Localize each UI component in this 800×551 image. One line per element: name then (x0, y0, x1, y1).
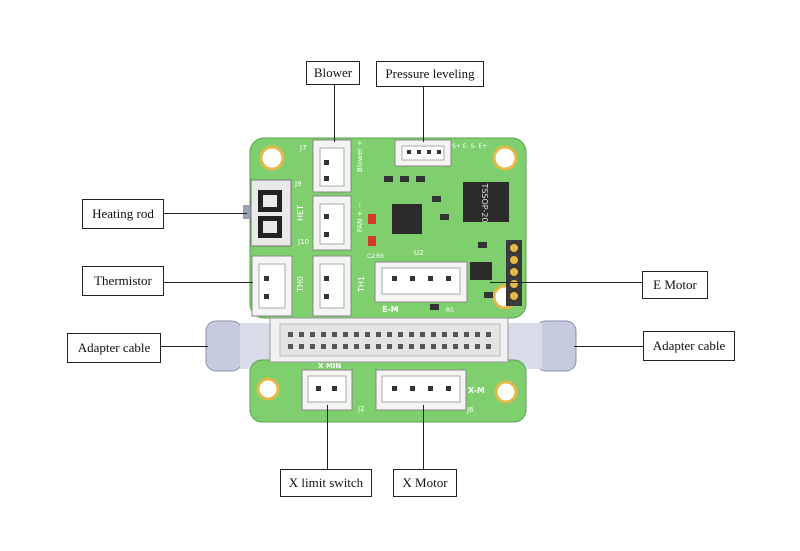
ribbon-pin (321, 344, 326, 349)
th1-connector (312, 255, 352, 317)
ribbon-pin (420, 332, 425, 337)
heating-rod-label: Heating rod (82, 199, 164, 229)
silk-r5: R5 (446, 307, 454, 314)
ribbon-pin (387, 344, 392, 349)
mount-hole (259, 145, 285, 171)
ribbon-pin (475, 332, 480, 337)
ribbon-pin (475, 344, 480, 349)
e-motor-driver-chip (470, 262, 492, 280)
blower-leader-h (334, 84, 335, 142)
silk-e-m: E-M (382, 305, 399, 314)
ribbon-pin (398, 344, 403, 349)
ribbon-pin (387, 332, 392, 337)
ribbon-pin (453, 344, 458, 349)
ribbon-pin (365, 332, 370, 337)
ribbon-pin (453, 332, 458, 337)
ribbon-pin (310, 344, 315, 349)
silk-j6: J6 (466, 406, 474, 414)
pressure-leveling-connector (394, 139, 452, 167)
ribbon-pin (354, 344, 359, 349)
ribbon-pin (332, 332, 337, 337)
adapter-right-leader (574, 346, 644, 347)
ribbon-pin (442, 332, 447, 337)
silk-th0: TH0 (296, 276, 305, 293)
ribbon-pin (343, 344, 348, 349)
ribbon-pin (343, 332, 348, 337)
ribbon-pin (409, 332, 414, 337)
silk-j2: J2 (357, 405, 365, 413)
heating-rod-leader (163, 213, 247, 214)
pressure-leader (423, 86, 424, 142)
ribbon-pin (354, 332, 359, 337)
header-pins (506, 240, 522, 306)
ribbon-pin (299, 332, 304, 337)
ribbon-pin (420, 344, 425, 349)
ribbon-pin (299, 344, 304, 349)
silk-blower-pins: Blower + − (356, 132, 364, 172)
silk-fan-pins: FAN + − (356, 202, 364, 232)
ribbon-pin (431, 344, 436, 349)
thermistor-leader (163, 282, 253, 283)
small-chip (392, 204, 422, 234)
e-motor-leader (490, 282, 642, 283)
mount-hole (492, 145, 518, 171)
ribbon-pin (321, 332, 326, 337)
fan-connector (312, 195, 352, 251)
ribbon-pin (409, 344, 414, 349)
silk-j7: J7 (299, 144, 307, 152)
ribbon-pin (310, 332, 315, 337)
x-limit-leader (327, 405, 328, 469)
ribbon-pin (332, 344, 337, 349)
silk-het: HET (296, 205, 305, 221)
x-limit-switch-label: X limit switch (280, 469, 372, 497)
silk-c2: C2 (367, 253, 375, 260)
ribbon-connector (269, 317, 509, 363)
silk-r6: R6 (376, 253, 384, 260)
x-motor-leader (423, 405, 424, 469)
smd-components (368, 176, 493, 310)
tssop-chip (463, 182, 509, 222)
x-motor-label: X Motor (393, 469, 457, 497)
pressure-leveling-label: Pressure leveling (376, 61, 484, 87)
silk-u2: U2 (414, 249, 424, 257)
silk-th1: TH1 (357, 276, 366, 293)
ribbon-pin (288, 344, 293, 349)
th0-connector (251, 255, 293, 317)
adapter-cable-left-label: Adapter cable (67, 333, 161, 363)
ribbon-pin (464, 332, 469, 337)
e-motor-label: E Motor (642, 271, 708, 299)
adapter-cable-right-label: Adapter cable (643, 331, 735, 361)
ribbon-pin (486, 344, 491, 349)
adapter-cable-left-roller (205, 320, 274, 372)
ribbon-pin (398, 332, 403, 337)
silk-chip: TSSOP-20 (480, 182, 489, 222)
adapter-left-leader (160, 346, 208, 347)
ribbon-pin (464, 344, 469, 349)
ribbon-pin (365, 344, 370, 349)
x-motor-connector (375, 369, 467, 411)
silk-sensor-pins: S+ E- S- E+ (452, 143, 487, 150)
silk-x-m: X-M (468, 386, 485, 395)
ribbon-pin (486, 332, 491, 337)
blower-connector (312, 139, 352, 193)
ribbon-pin (431, 332, 436, 337)
ribbon-pin (376, 332, 381, 337)
mount-hole (256, 377, 280, 401)
mount-hole (494, 380, 518, 404)
ribbon-pin (442, 344, 447, 349)
thermistor-label: Thermistor (82, 266, 164, 296)
silk-j10: J10 (297, 238, 309, 246)
ribbon-pin (376, 344, 381, 349)
silk-j9: J9 (294, 180, 302, 188)
e-motor-connector (374, 261, 468, 303)
ribbon-pin (288, 332, 293, 337)
x-limit-switch-connector (301, 369, 353, 411)
blower-label: Blower (306, 61, 360, 85)
heating-rod-connector (243, 179, 292, 247)
silk-x-min: X MIN (318, 362, 341, 370)
